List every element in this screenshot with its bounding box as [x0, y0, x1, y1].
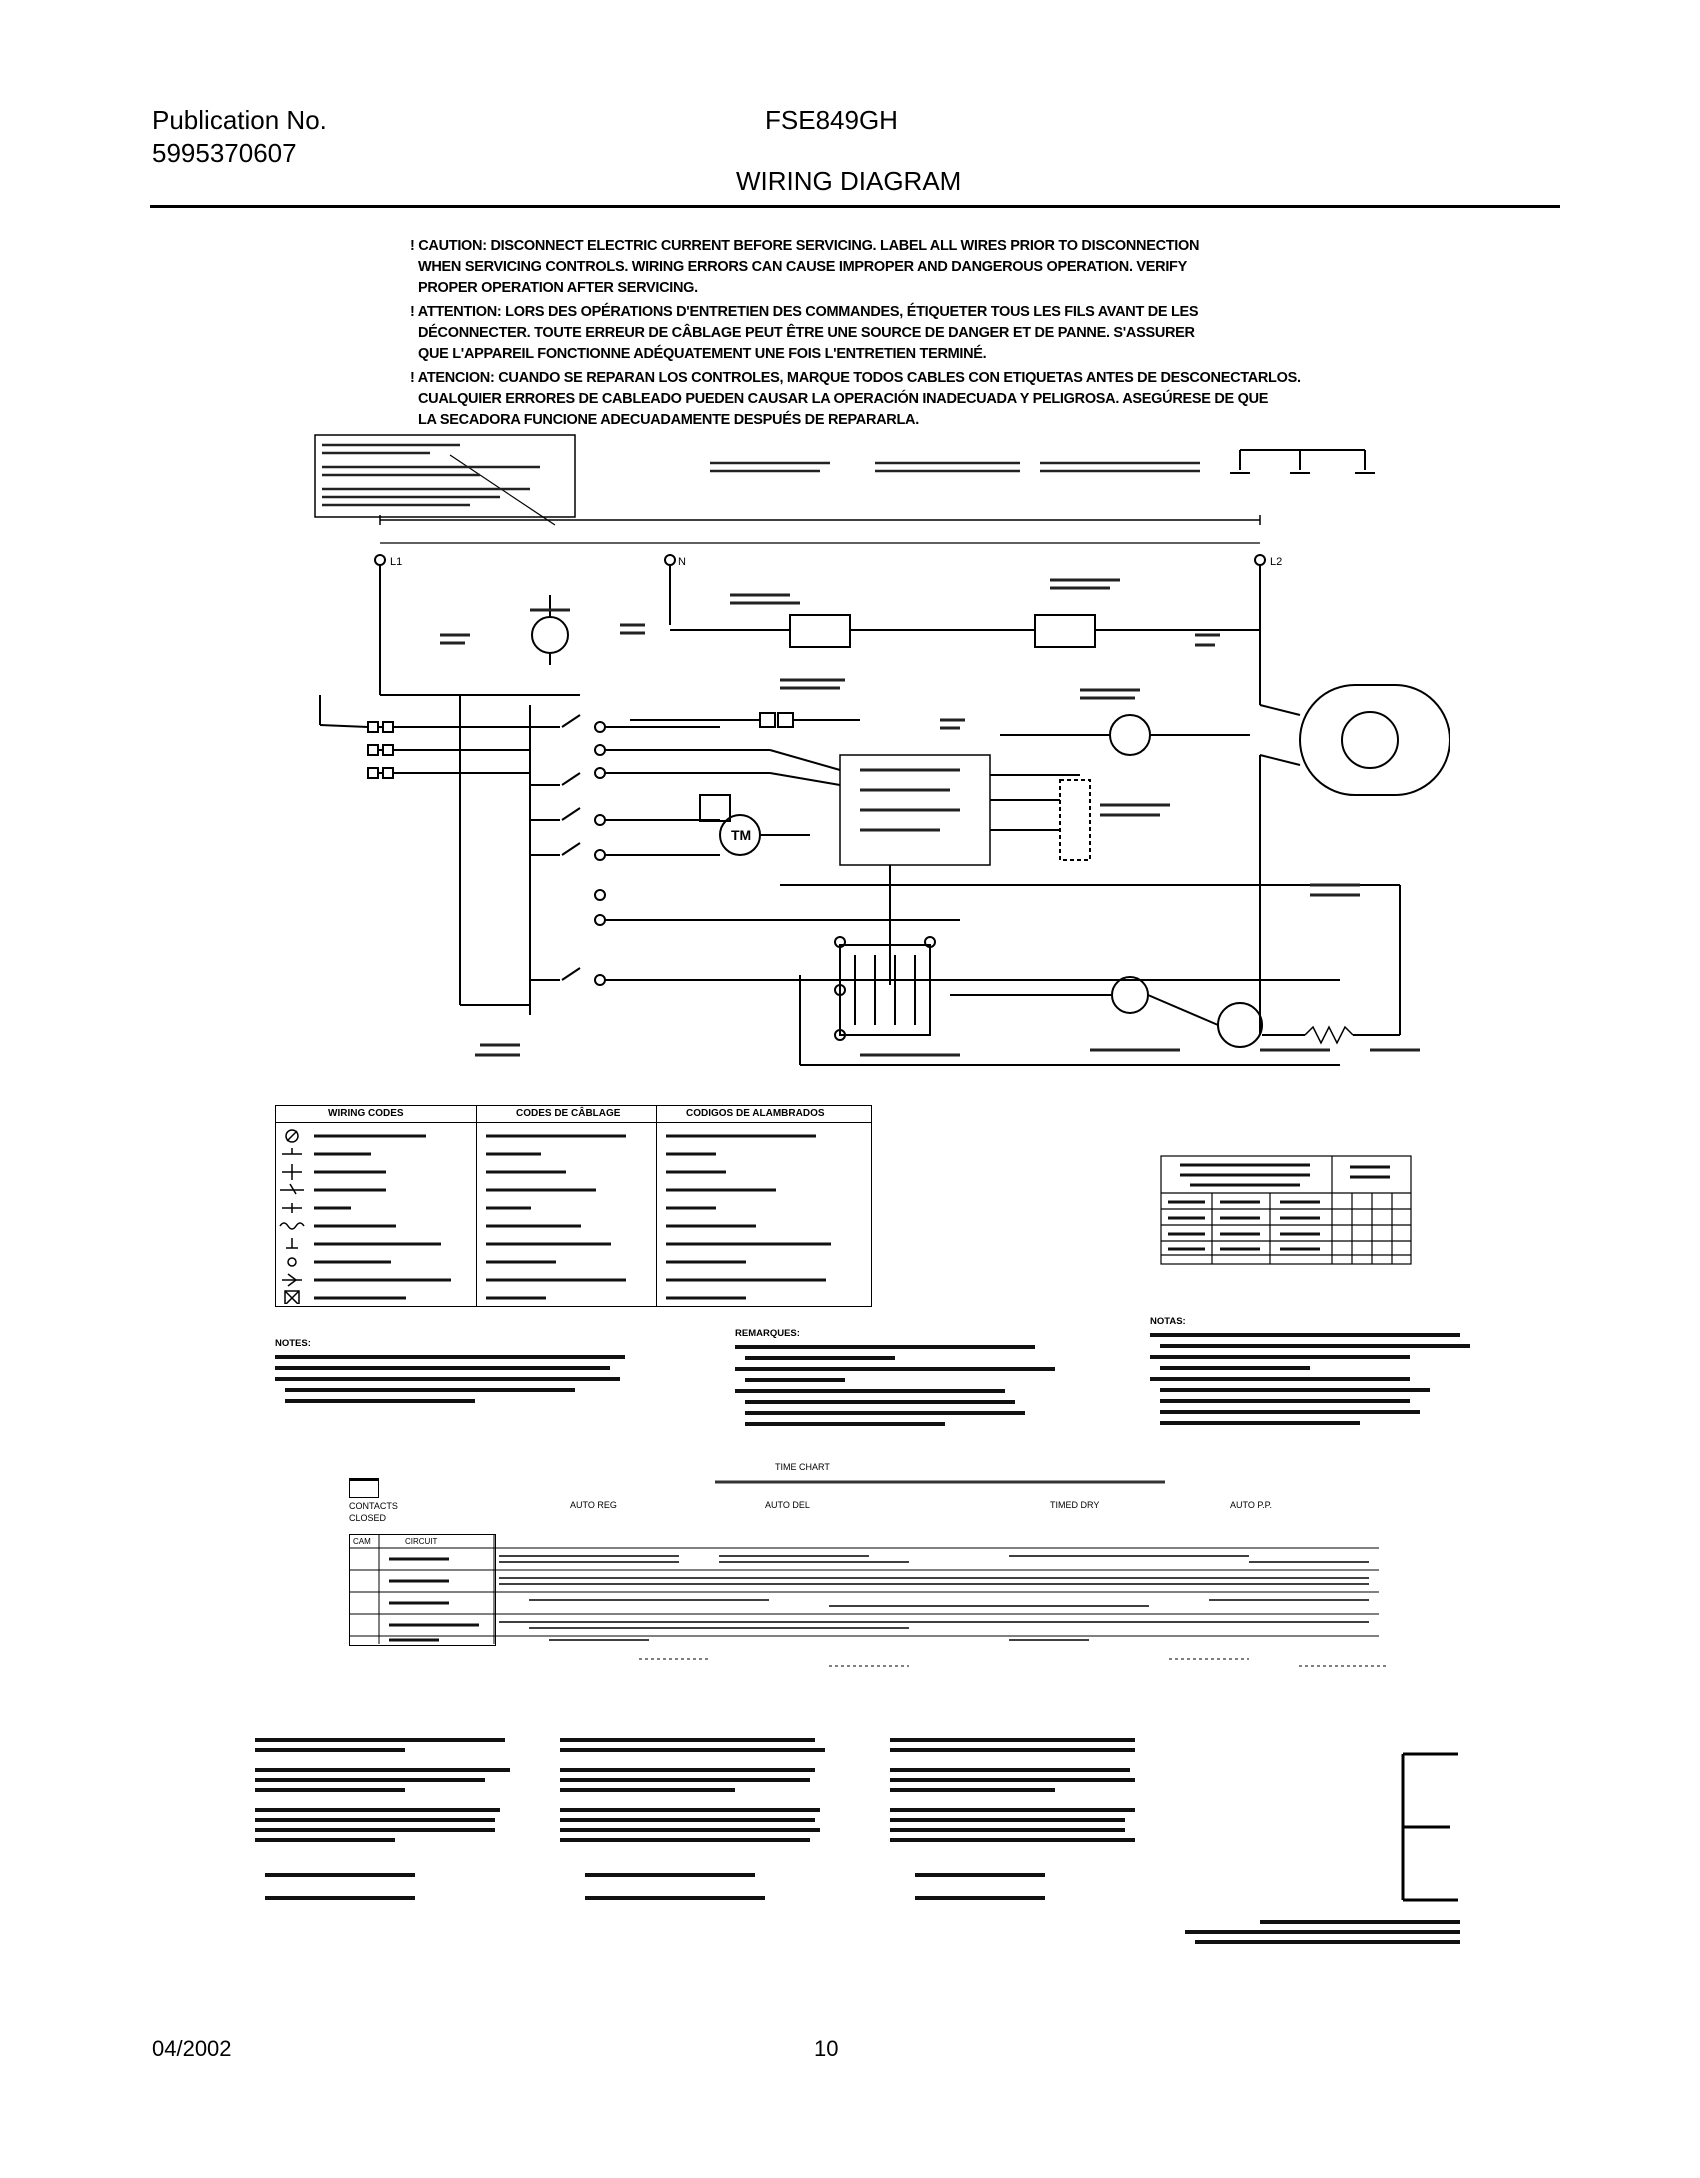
closed-label: CLOSED [349, 1513, 387, 1523]
contacts-label: CONTACTS [349, 1501, 398, 1511]
caution-es-line-1: ! ATENCION: CUANDO SE REPARAN LOS CONTRO… [410, 370, 1301, 386]
notas-heading: NOTAS: [1150, 1316, 1186, 1327]
time-chart-title: TIME CHART [775, 1462, 830, 1472]
caution-en-line-3: PROPER OPERATION AFTER SERVICING. [418, 280, 698, 296]
circuit-header: CIRCUIT [405, 1537, 438, 1546]
footer-date: 04/2002 [152, 2036, 232, 2061]
segment-auto-pp: AUTO P.P. [1230, 1500, 1273, 1510]
footer-page: 10 [814, 2036, 839, 2061]
contacts-closed-label: CONTACTS CLOSED [349, 1500, 398, 1524]
notes-en-text [275, 1355, 625, 1403]
header-rule [150, 205, 1560, 208]
segment-timed-dry: TIMED DRY [1050, 1500, 1100, 1510]
publication-number: 5995370607 [152, 138, 297, 168]
segment-auto-del: AUTO DEL [765, 1500, 810, 1510]
caution-en-line-2: WHEN SERVICING CONTROLS. WIRING ERRORS C… [418, 259, 1187, 275]
cam-symbol [349, 1478, 379, 1498]
codes-cablage-header: CODES DE CÂBLAGE [516, 1108, 621, 1119]
terminal-L1-label: L1 [390, 556, 402, 568]
wiring-codes-table: WIRING CODES CODES DE CÂBLAGE CODIGOS DE… [275, 1105, 872, 1307]
section-letter: E [1400, 1752, 1460, 1902]
wiring-codes-header: WIRING CODES [328, 1108, 404, 1119]
fabric-selector-table [1160, 1155, 1412, 1265]
time-chart-subtitle [715, 1480, 1165, 1484]
caution-fr-line-3: QUE L'APPAREIL FONCTIONNE ADÉQUATEMENT U… [418, 346, 987, 362]
section-letter-graphic [1401, 1752, 1458, 1902]
remarques-heading: REMARQUES: [735, 1328, 800, 1339]
model-number: FSE849GH [765, 105, 898, 135]
caution-block: ! CAUTION: DISCONNECT ELECTRIC CURRENT B… [410, 236, 1301, 431]
caution-fr-line-1: ! ATTENTION: LORS DES OPÉRATIONS D'ENTRE… [410, 304, 1199, 320]
terminal-L2-label: L2 [1270, 556, 1282, 568]
notes-heading: NOTES: [275, 1338, 311, 1349]
caution-es-line-3: LA SECADORA FUNCIONE ADECUADAMENTE DESPU… [418, 412, 919, 428]
wiring-codes-rows [279, 1129, 831, 1304]
note-box [314, 434, 576, 518]
codigos-alambrados-header: CODIGOS DE ALAMBRADOS [686, 1108, 825, 1119]
segment-auto-reg: AUTO REG [570, 1500, 617, 1510]
timer-motor-label: TM [731, 827, 751, 843]
notes-fr-text [735, 1345, 1055, 1426]
notes-es-text [1150, 1333, 1470, 1425]
terminal-N-label: N [678, 556, 686, 568]
caution-es-line-2: CUALQUIER ERRORES DE CABLEADO PUEDEN CAU… [418, 391, 1269, 407]
wiring-schematic: L1 N L2 TM [314, 434, 1450, 1066]
caution-en-line-1: ! CAUTION: DISCONNECT ELECTRIC CURRENT B… [410, 238, 1200, 254]
page-title: WIRING DIAGRAM [736, 166, 962, 196]
publication-label: Publication No. [152, 105, 327, 135]
bar-chart-explanations [255, 1738, 1460, 1944]
time-chart-bars [349, 1534, 1389, 1667]
cam-circuit-table: CAM CIRCUIT [349, 1534, 496, 1646]
caution-fr-line-2: DÉCONNECTER. TOUTE ERREUR DE CÂBLAGE PEU… [418, 325, 1195, 341]
cam-header: CAM [353, 1537, 371, 1546]
